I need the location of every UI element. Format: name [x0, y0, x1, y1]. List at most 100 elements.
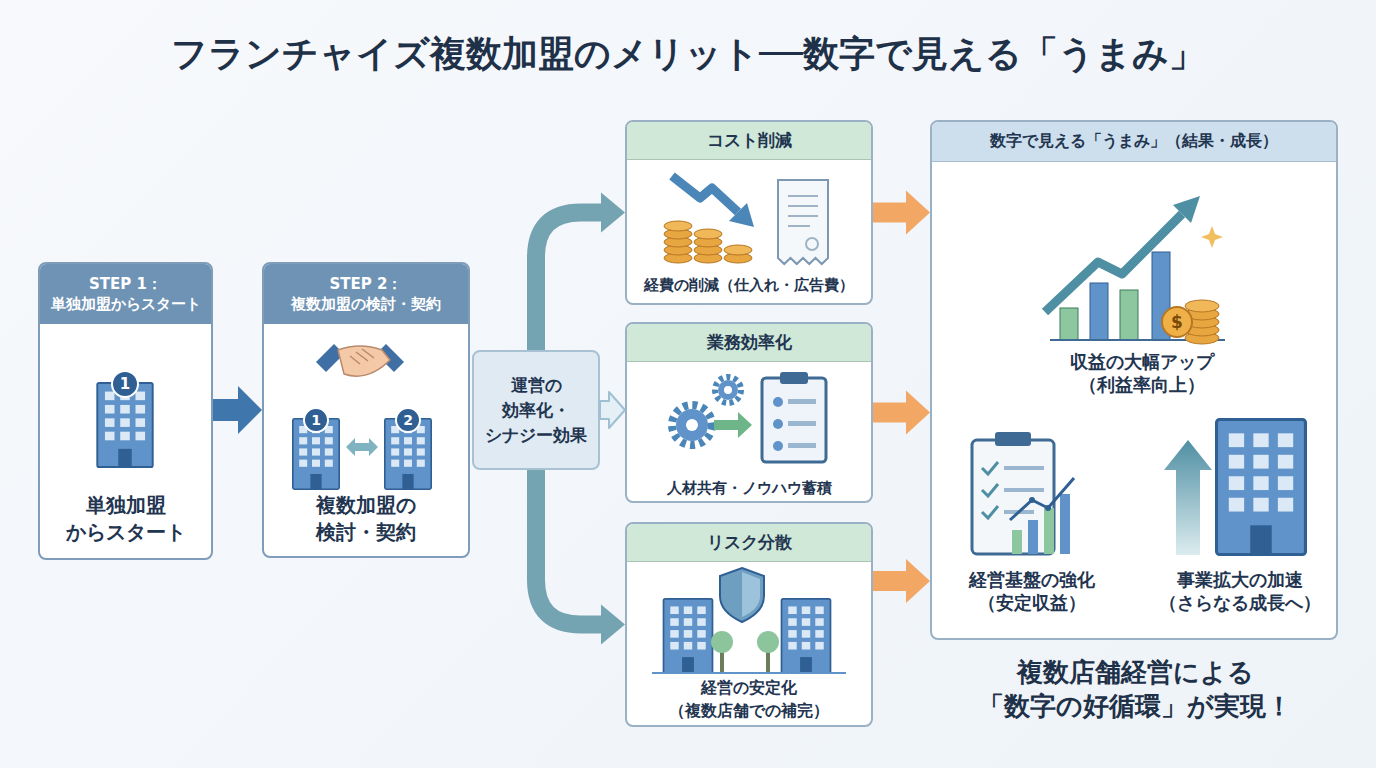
efficiency-icon-part — [788, 421, 816, 426]
efficiency-icon-part — [788, 443, 816, 448]
efficiency-icon-part — [773, 397, 783, 407]
cost-icon-part — [664, 221, 692, 231]
risk-icon-part — [766, 646, 770, 672]
checklist-icon-part — [1010, 478, 1074, 520]
checklist-icon — [972, 432, 1074, 554]
box-heading: 業務効率化 — [627, 324, 871, 362]
efficiency-icon-part — [672, 405, 712, 445]
handshake-icon-part — [316, 344, 344, 372]
growth-chart-icon — [1045, 196, 1225, 344]
efficiency-icon-part — [676, 409, 708, 441]
box-text: 収益の大幅アップ （利益率向上） — [1042, 350, 1242, 396]
expansion-icon — [1164, 420, 1305, 555]
result-panel: 数字で見える「うまみ」（結果・成長） 収益の大幅アップ （利益率向上） 経営基盤の強… — [930, 120, 1338, 640]
arrow-head — [601, 193, 625, 233]
efficiency-icon-part — [714, 412, 752, 438]
efficiency-icon-part — [762, 378, 826, 462]
cost-icon-part — [694, 253, 722, 263]
synergy-box: 運営の 効率化・ シナジー効果 — [472, 350, 600, 470]
cost-icon-part — [664, 245, 692, 255]
box-heading: STEP 2： 複数加盟の検討・契約 — [264, 264, 468, 324]
risk-icon-part — [720, 646, 724, 672]
risk-icon-part — [720, 568, 764, 622]
growth-chart-icon-part — [1050, 339, 1225, 341]
diagram-title: フランチャイズ複数加盟のメリット──数字で見える「うまみ」 — [0, 30, 1376, 78]
checklist-icon-part — [1045, 505, 1051, 511]
box-heading: リスク分散 — [627, 524, 871, 562]
cost-icon-part — [788, 196, 818, 226]
cost-icon-part — [672, 176, 738, 212]
checklist-icon-part — [1004, 510, 1034, 514]
cost-icon-part — [724, 245, 752, 255]
risk-icon-part — [711, 631, 733, 653]
growth-chart-icon-part — [1120, 290, 1138, 340]
box-text: 経営基盤の強化 （安定収益） — [947, 568, 1117, 614]
expansion-icon-part — [1217, 420, 1306, 555]
handshake-icon-part — [338, 346, 390, 376]
growth-chart-icon-part — [1162, 307, 1192, 337]
checklist-icon-part — [1029, 497, 1035, 503]
checklist-icon-part — [1004, 488, 1044, 492]
checklist-icon-part — [982, 506, 998, 518]
cost-icon-part — [724, 253, 752, 263]
box-heading: 数字で見える「うまみ」（結果・成長） — [932, 122, 1336, 162]
building-icon-part — [97, 383, 152, 467]
risk-icon-part — [782, 599, 831, 673]
benefit-box: 業務効率化人材共有・ノウハウ蓄積 — [625, 322, 873, 503]
risk-icon-part — [742, 572, 760, 617]
connector-arrow — [873, 191, 930, 235]
connector-arrow — [536, 193, 625, 351]
box-text: 複数加盟の 検討・契約 — [264, 492, 468, 546]
risk-icon-part — [757, 631, 779, 653]
growth-chart-icon-part — [1185, 308, 1219, 320]
growth-chart-icon-part — [1185, 316, 1219, 328]
growth-chart-icon-part — [1185, 332, 1219, 344]
step-box: STEP 2： 複数加盟の検討・契約複数加盟の 検討・契約 — [262, 262, 470, 558]
step-box: STEP 1： 単独加盟からスタート単独加盟 からスタート — [38, 262, 213, 560]
growth-chart-icon-part — [1201, 226, 1223, 248]
building-pair-icon-part — [385, 419, 431, 489]
block-arrow — [873, 191, 930, 235]
growth-chart-icon-part — [1185, 300, 1219, 312]
handshake-icon-part — [376, 344, 404, 372]
risk-icon-part — [664, 599, 713, 673]
building-pair-icon-part — [293, 419, 339, 489]
connector-line — [536, 213, 601, 351]
box-text: 運営の 効率化・ シナジー効果 — [474, 352, 598, 468]
cost-icon — [664, 176, 828, 264]
checklist-icon-part — [995, 432, 1031, 446]
block-arrow — [600, 392, 625, 428]
handshake-icon-part — [350, 349, 374, 364]
efficiency-icon-part — [724, 386, 732, 394]
cost-icon-part — [729, 203, 754, 227]
efficiency-icon — [672, 372, 826, 462]
box-text: 単独加盟 からスタート — [40, 492, 211, 546]
connector-arrow — [873, 559, 930, 603]
checklist-icon-part — [1012, 530, 1022, 554]
cost-icon-part — [694, 245, 722, 255]
building-pair-icon — [293, 408, 431, 489]
block-arrow — [213, 386, 262, 434]
efficiency-icon-part — [718, 380, 738, 400]
connector-arrow — [213, 386, 262, 434]
cost-icon-part — [806, 238, 818, 250]
expansion-icon-part — [1164, 440, 1212, 555]
building-icon-part — [112, 371, 138, 397]
checklist-icon-part — [982, 484, 998, 496]
risk-icon — [652, 568, 846, 673]
connector-arrow — [873, 391, 930, 435]
connector-line — [536, 470, 601, 625]
efficiency-icon-part — [773, 419, 783, 429]
risk-icon-part — [652, 672, 846, 674]
box-text: 人材共有・ノウハウ蓄積 — [627, 477, 871, 499]
checklist-icon-part — [1004, 466, 1044, 470]
box-heading: STEP 1： 単独加盟からスタート — [40, 264, 211, 324]
cost-icon-part — [694, 237, 722, 247]
connector-arrow — [536, 470, 625, 645]
arrow-head — [601, 605, 625, 645]
block-arrow — [873, 391, 930, 435]
cost-icon-part — [694, 229, 722, 239]
efficiency-icon-part — [773, 441, 783, 451]
